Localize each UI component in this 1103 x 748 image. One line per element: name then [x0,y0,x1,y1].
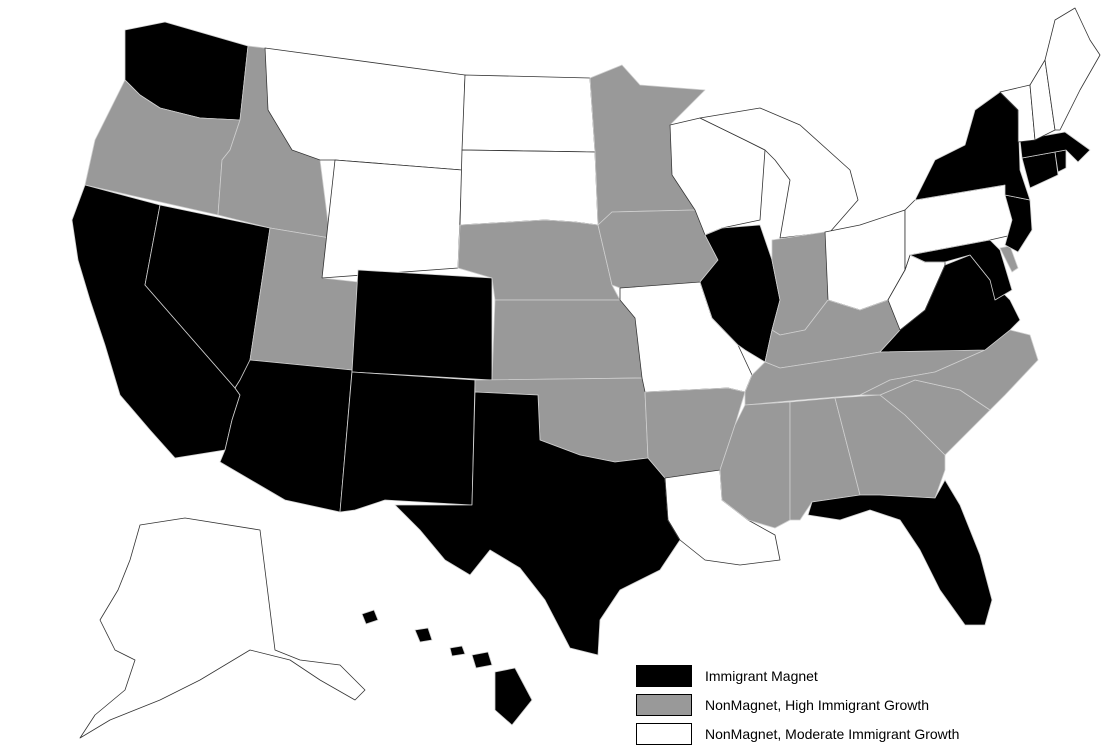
state-MD [909,239,1013,301]
state-HI [361,609,533,726]
legend-item-moderate-growth: NonMagnet, Moderate Immigrant Growth [636,719,959,748]
state-ND [461,74,596,153]
legend-label-high-growth: NonMagnet, High Immigrant Growth [705,696,930,713]
state-SD [459,149,599,226]
state-VT [999,84,1036,143]
legend-swatch-magnet [636,664,692,687]
state-MA [1019,131,1091,163]
state-FL [807,479,993,626]
legend-swatch-high-growth [636,693,692,716]
state-CO [351,269,493,381]
state-KS [491,299,643,381]
legend-label-magnet: Immigrant Magnet [705,667,818,684]
legend-item-magnet: Immigrant Magnet [636,661,959,690]
state-NY [914,91,1031,201]
state-DE [999,245,1019,273]
state-WY [321,159,463,279]
state-NM [339,371,476,513]
state-NC [859,329,1039,411]
legend: Immigrant Magnet NonMagnet, High Immigra… [636,661,959,748]
state-AZ [219,359,353,513]
legend-swatch-moderate-growth [636,722,692,745]
state-NE [457,219,621,301]
legend-label-moderate-growth: NonMagnet, Moderate Immigrant Growth [705,725,960,742]
state-ME [1044,7,1101,131]
state-TX [394,391,681,656]
state-AK [79,517,366,739]
legend-item-high-growth: NonMagnet, High Immigrant Growth [636,690,959,719]
